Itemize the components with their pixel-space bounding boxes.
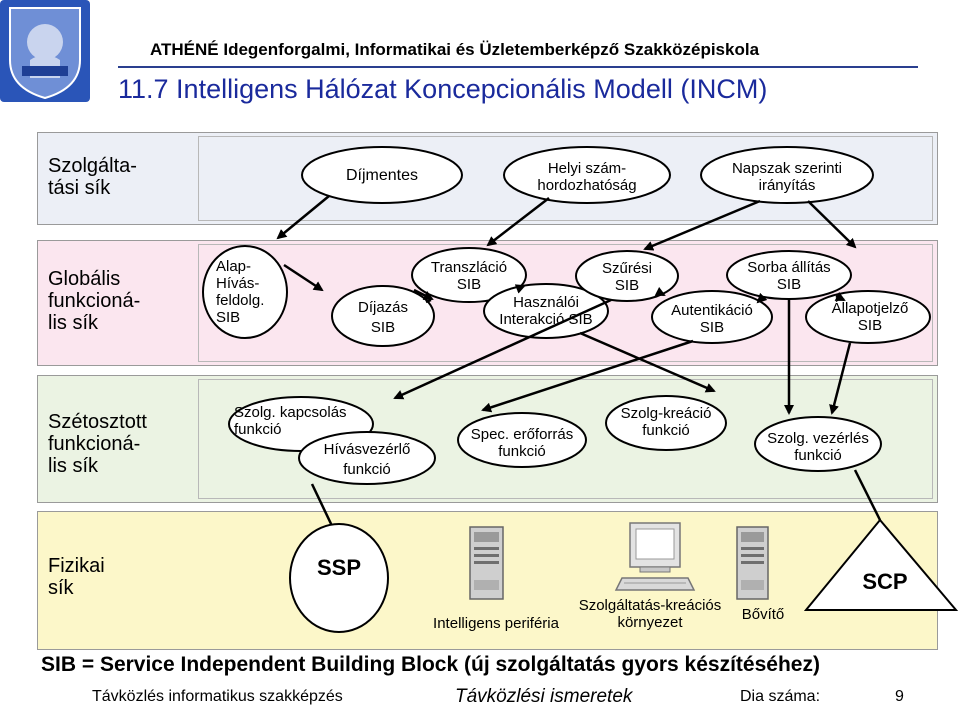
footer-course: Távközlés informatikus szakképzés — [92, 688, 343, 705]
scp-label: SCP — [862, 569, 908, 594]
authentication-ellipse — [651, 290, 773, 344]
scp-triangle — [803, 518, 959, 611]
header-rule — [118, 66, 918, 68]
footer-slide-number: 9 — [895, 688, 904, 705]
status-ellipse — [805, 290, 931, 344]
service-free-label: Díjmentes — [345, 167, 419, 184]
charging-label: Díjazás SIB — [357, 299, 409, 336]
physical-plane-label: Fizikai sík — [48, 555, 105, 599]
filter-ellipse — [575, 250, 679, 302]
service-free-ellipse — [301, 146, 463, 204]
distributed-plane-label: Szétosztott funkcioná- lis sík — [48, 411, 147, 477]
user-interaction-label: Használói Interakció SIB — [499, 294, 593, 328]
authentication-label: Autentikáció SIB — [671, 302, 753, 336]
queue-label: Sorba állítás SIB — [747, 259, 831, 293]
service-plane-area — [198, 136, 933, 221]
intelligent-peripheral-server — [469, 526, 504, 600]
service-creation-label: Szolg-kreáció funkció — [620, 405, 712, 439]
global-plane-area — [198, 244, 933, 362]
call-control-ellipse — [298, 431, 436, 485]
service-creation-ellipse — [605, 395, 727, 451]
footer-subject: Távközlési ismeretek — [455, 686, 633, 707]
footer-slide-label: Dia száma: — [740, 688, 821, 705]
adjunct-label: Bővítő — [741, 606, 785, 623]
service-control-label: Szolg. vezérlés funkció — [767, 430, 869, 464]
intelligent-peripheral-label: Intelligens periféria — [433, 615, 559, 632]
service-time-routing-label: Napszak szerinti irányítás — [731, 160, 843, 194]
sib-definition: SIB = Service Independent Building Block… — [41, 653, 820, 676]
distributed-plane-area — [198, 379, 933, 499]
translation-label: Transzláció SIB — [430, 259, 508, 293]
ssp-label: SSP — [316, 555, 362, 580]
service-portability-label: Helyi szám- hordozhatóság — [537, 160, 637, 194]
basic-call-ellipse — [202, 245, 288, 339]
school-name: ATHÉNÉ Idegenforgalmi, Informatikai és Ü… — [150, 40, 760, 59]
global-plane-label: Globális funkcioná- lis sík — [48, 268, 141, 334]
filter-label: Szűrési SIB — [601, 260, 653, 294]
school-logo — [0, 0, 90, 102]
service-creation-computer — [614, 522, 696, 591]
service-plane-label: Szolgálta- tási sík — [48, 155, 137, 199]
adjunct-server — [736, 526, 769, 600]
service-switching-label: Szolg. kapcsolás funkció — [234, 404, 347, 438]
ssp-ellipse — [289, 523, 389, 633]
call-control-label: Hívásvezérlő funkció — [323, 441, 411, 478]
slide-title: 11.7 Intelligens Hálózat Koncepcionális … — [118, 74, 768, 104]
special-resource-ellipse — [457, 412, 587, 468]
service-time-routing-ellipse — [700, 146, 874, 204]
special-resource-label: Spec. erőforrás funkció — [470, 426, 574, 460]
translation-ellipse — [411, 247, 527, 303]
charging-ellipse — [331, 285, 435, 347]
basic-call-label: Alap- Hívás- feldolg. SIB — [216, 258, 265, 326]
status-label: Állapotjelző SIB — [831, 300, 909, 334]
service-portability-ellipse — [503, 146, 671, 204]
service-control-ellipse — [754, 416, 882, 472]
user-interaction-ellipse — [483, 283, 609, 339]
service-creation-env-label: Szolgáltatás-kreációs környezet — [578, 597, 722, 631]
